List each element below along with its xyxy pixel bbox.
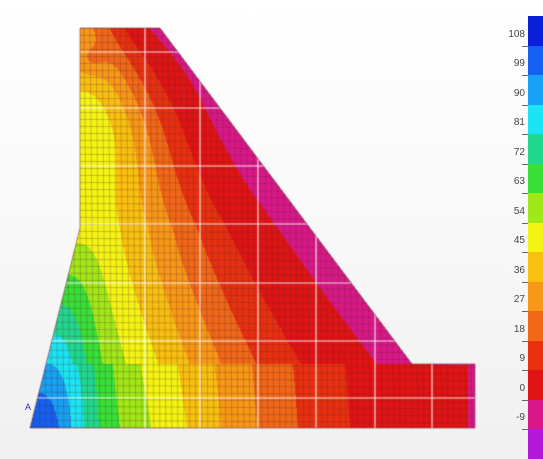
color-scale-swatch [528, 134, 543, 165]
color-scale-tick-mark [522, 429, 528, 431]
color-scale-tick-mark [522, 340, 528, 342]
color-scale-tick-label: -9 [516, 412, 525, 424]
color-scale-tick-label: 18 [513, 323, 525, 335]
color-scale-swatch [528, 281, 543, 312]
color-scale-tick-label: 36 [513, 264, 525, 276]
color-scale-tick-label: 90 [513, 87, 525, 99]
color-scale-tick-mark [522, 311, 528, 313]
color-scale-tick-label: 72 [513, 146, 525, 158]
axis-marker: A [25, 402, 32, 412]
color-scale-tick-label: 9 [519, 353, 525, 365]
color-scale-tick-mark [522, 399, 528, 401]
color-scale-swatch [528, 429, 543, 459]
color-scale-swatch [528, 370, 543, 401]
color-scale-tick-mark [522, 193, 528, 195]
color-scale-tick-mark [522, 104, 528, 106]
color-scale-swatch [528, 163, 543, 194]
color-scale-swatch [528, 311, 543, 342]
color-scale-tick-mark [522, 370, 528, 372]
color-scale-swatch [528, 75, 543, 106]
color-scale-tick-mark [522, 75, 528, 77]
color-scale-tick-label: 81 [513, 117, 525, 129]
color-scale-tick-label: 27 [513, 294, 525, 306]
color-scale-tick-mark [522, 163, 528, 165]
color-scale-swatch [528, 399, 543, 430]
color-scale-swatch [528, 45, 543, 76]
color-scale-swatch [528, 193, 543, 224]
color-scale-tick-label: 45 [513, 235, 525, 247]
color-scale-tick-label: 0 [519, 382, 525, 394]
color-scale-tick-mark [522, 45, 528, 47]
color-scale-swatch [528, 222, 543, 253]
color-scale-tick-label: 108 [508, 28, 525, 40]
color-scale-tick-mark [522, 222, 528, 224]
color-scale-tick-mark [522, 281, 528, 283]
color-scale-tick-label: 63 [513, 176, 525, 188]
color-scale-tick-mark [522, 252, 528, 254]
color-scale-swatch [528, 252, 543, 283]
color-scale-swatch [528, 340, 543, 371]
color-scale-tick-mark [522, 134, 528, 136]
color-scale-swatch [528, 104, 543, 135]
color-scale-tick-label: 54 [513, 205, 525, 217]
color-scale-bar [528, 16, 543, 459]
color-scale-swatch [528, 16, 543, 47]
color-scale-tick-label: 99 [513, 58, 525, 70]
